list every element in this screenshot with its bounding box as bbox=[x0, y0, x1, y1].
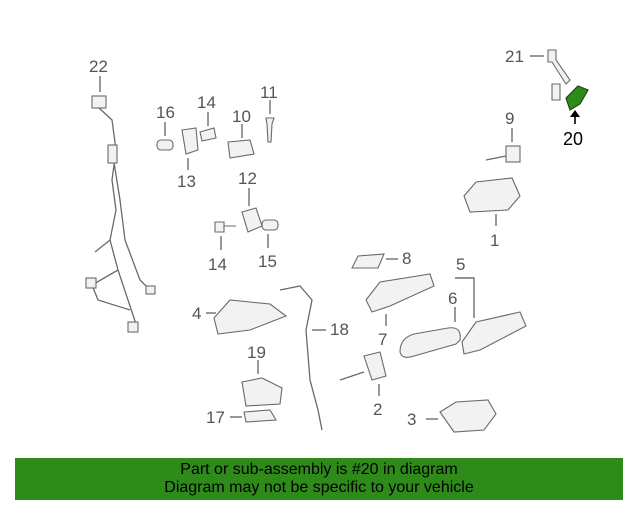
part-16[interactable] bbox=[156, 139, 174, 151]
callout-11: 11 bbox=[260, 83, 278, 102]
callout-22: 22 bbox=[89, 57, 108, 76]
part-10[interactable] bbox=[227, 139, 255, 159]
callout-3: 3 bbox=[407, 410, 416, 429]
callout-16: 16 bbox=[156, 103, 175, 122]
callout-9: 9 bbox=[505, 109, 514, 128]
callout-2: 2 bbox=[373, 400, 382, 419]
callout-20: 20 bbox=[563, 129, 583, 149]
banner-line-2: Diagram may not be specific to your vehi… bbox=[164, 479, 474, 496]
part-15[interactable] bbox=[261, 219, 279, 231]
part-13[interactable] bbox=[181, 127, 199, 155]
part-9[interactable] bbox=[505, 145, 521, 163]
part-21-bracket[interactable] bbox=[547, 49, 571, 101]
callout-18: 18 bbox=[330, 320, 349, 339]
part-14-lower[interactable] bbox=[214, 221, 236, 233]
part-17[interactable] bbox=[243, 409, 277, 423]
part-18-cable[interactable] bbox=[279, 285, 323, 431]
callout-7: 7 bbox=[378, 330, 387, 349]
part-12[interactable] bbox=[241, 207, 263, 233]
callout-21: 21 bbox=[505, 47, 524, 66]
part-14-upper[interactable] bbox=[199, 127, 217, 142]
part-8[interactable] bbox=[351, 253, 385, 269]
callout-1: 1 bbox=[490, 231, 499, 250]
part-11[interactable] bbox=[265, 117, 275, 143]
part-19[interactable] bbox=[241, 377, 283, 407]
callout-19: 19 bbox=[247, 343, 266, 362]
callout-17: 17 bbox=[206, 408, 225, 427]
part-1[interactable] bbox=[463, 177, 521, 213]
part-22-wiring-harness[interactable] bbox=[85, 95, 156, 333]
part-2[interactable] bbox=[363, 351, 387, 381]
part-7[interactable] bbox=[365, 273, 435, 313]
part-4[interactable] bbox=[213, 299, 288, 335]
parts-diagram: 22 16 13 14 10 11 12 14 15 4 18 19 17 8 bbox=[85, 47, 589, 433]
part-6[interactable] bbox=[399, 327, 461, 358]
callout-12: 12 bbox=[238, 169, 257, 188]
callout-5: 5 bbox=[456, 255, 465, 274]
callout-4: 4 bbox=[192, 304, 201, 323]
callout-14-upper: 14 bbox=[197, 93, 216, 112]
callout-10: 10 bbox=[232, 107, 251, 126]
banner-line-1: Part or sub-assembly is #20 in diagram bbox=[180, 461, 458, 478]
callout-13: 13 bbox=[177, 172, 196, 191]
part-3[interactable] bbox=[439, 399, 497, 433]
info-banner: Part or sub-assembly is #20 in diagram D… bbox=[15, 458, 623, 500]
part-20-highlighted[interactable] bbox=[565, 85, 589, 111]
callout-15: 15 bbox=[258, 252, 277, 271]
callout-8: 8 bbox=[402, 249, 411, 268]
part-5[interactable] bbox=[461, 311, 527, 355]
callout-6: 6 bbox=[448, 289, 457, 308]
callout-14-lower: 14 bbox=[208, 255, 227, 274]
